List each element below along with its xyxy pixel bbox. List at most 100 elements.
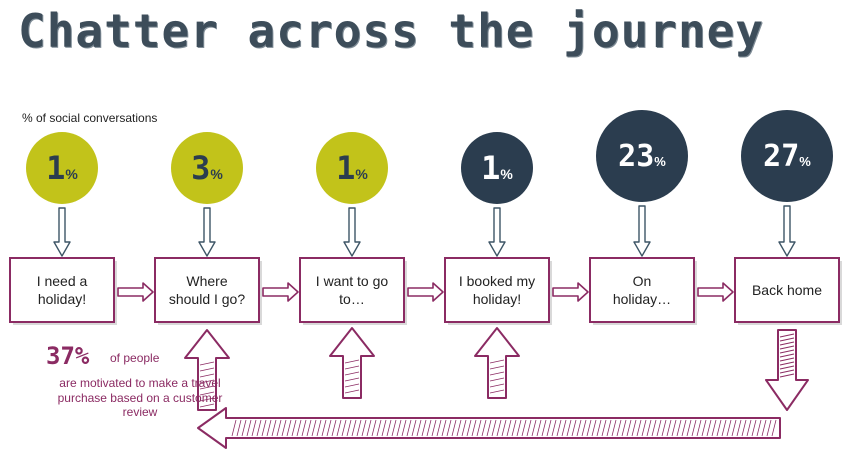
hatch-line: [199, 403, 215, 408]
hatch-line: [199, 367, 215, 372]
hatch-line: [231, 419, 237, 437]
down-arrow: [778, 205, 796, 257]
hatch-line: [489, 377, 505, 382]
hatch-line: [741, 419, 747, 437]
hatch-line: [421, 419, 427, 437]
hatch-line: [496, 419, 502, 437]
hatch-line: [779, 369, 795, 374]
hatch-line: [431, 419, 437, 437]
hatch-line: [276, 419, 282, 437]
stage-percentage: 27%: [763, 139, 811, 174]
hatch-line: [236, 419, 242, 437]
hatch-line: [199, 379, 215, 384]
hatch-line: [311, 419, 317, 437]
stage-box: [299, 257, 405, 323]
hatch-line: [199, 397, 215, 402]
hatch-line: [386, 419, 392, 437]
stage-percentage: 3%: [191, 149, 223, 187]
hatch-line: [606, 419, 612, 437]
stage-circle: [596, 110, 688, 202]
stage-box: [734, 257, 840, 323]
stage-label: I want to go: [316, 273, 389, 289]
hatch-line: [736, 419, 742, 437]
stage-label: Where: [186, 273, 227, 289]
right-arrow: [697, 282, 734, 302]
hatch-line: [571, 419, 577, 437]
hatch-line: [411, 419, 417, 437]
hatch-line: [746, 419, 752, 437]
up-arrow: [329, 327, 375, 399]
hatch-line: [356, 419, 362, 437]
hatch-line: [711, 419, 717, 437]
hatch-line: [591, 419, 597, 437]
stat-lead-text: of people: [110, 351, 160, 365]
hatch-line: [671, 419, 677, 437]
hatch-line: [516, 419, 522, 437]
hatch-line: [546, 419, 552, 437]
hatch-line: [779, 365, 795, 370]
hatch-line: [779, 345, 795, 350]
stat-percentage: 37%: [46, 342, 90, 370]
hatch-line: [471, 419, 477, 437]
page-title: Chatter across the journey: [18, 4, 765, 58]
right-arrow: [117, 282, 154, 302]
stage-label: I need a: [37, 273, 88, 289]
hatch-line: [271, 419, 277, 437]
stage-circle: [171, 132, 243, 204]
hatch-line: [726, 419, 732, 437]
hatch-line: [631, 419, 637, 437]
hatch-line: [456, 419, 462, 437]
hatch-line: [779, 333, 795, 338]
hatch-line: [611, 419, 617, 437]
hatch-line: [506, 419, 512, 437]
stage-percentage: 1%: [46, 149, 78, 187]
hatch-line: [291, 419, 297, 437]
hatch-line: [489, 365, 505, 370]
stage-percentage: 23%: [618, 139, 666, 174]
chart-subtitle: % of social conversations: [22, 111, 158, 125]
up-arrow: [474, 327, 520, 399]
hatch-line: [344, 359, 360, 364]
hatch-line: [721, 419, 727, 437]
hatch-line: [696, 419, 702, 437]
hatch-line: [306, 419, 312, 437]
stage-label: I booked my: [459, 273, 535, 289]
hatch-line: [341, 419, 347, 437]
stage-circle: [741, 110, 833, 202]
hatch-line: [779, 353, 795, 358]
hatch-line: [561, 419, 567, 437]
down-arrow: [343, 207, 361, 257]
hatch-line: [441, 419, 447, 437]
hatch-line: [426, 419, 432, 437]
hatch-line: [491, 419, 497, 437]
hatch-line: [531, 419, 537, 437]
hatch-line: [581, 419, 587, 437]
hatch-line: [481, 419, 487, 437]
hatch-line: [326, 419, 332, 437]
hatch-line: [266, 419, 272, 437]
hatch-line: [461, 419, 467, 437]
hatch-line: [296, 419, 302, 437]
hatch-line: [331, 419, 337, 437]
hatch-line: [451, 419, 457, 437]
hatch-line: [261, 419, 267, 437]
down-arrow: [633, 205, 651, 257]
hatch-line: [779, 361, 795, 366]
hatch-line: [751, 419, 757, 437]
hatch-line: [281, 419, 287, 437]
stage-circle: [461, 132, 533, 204]
hatch-line: [489, 389, 505, 394]
hatch-line: [731, 419, 737, 437]
hatch-line: [501, 419, 507, 437]
hatch-line: [446, 419, 452, 437]
hatch-line: [646, 419, 652, 437]
hatch-line: [251, 419, 257, 437]
hatch-line: [396, 419, 402, 437]
hatch-line: [681, 419, 687, 437]
hatch-line: [344, 371, 360, 376]
hatch-line: [661, 419, 667, 437]
hatch-line: [666, 419, 672, 437]
right-arrow: [262, 282, 299, 302]
hatch-line: [346, 419, 352, 437]
hatch-line: [344, 377, 360, 382]
